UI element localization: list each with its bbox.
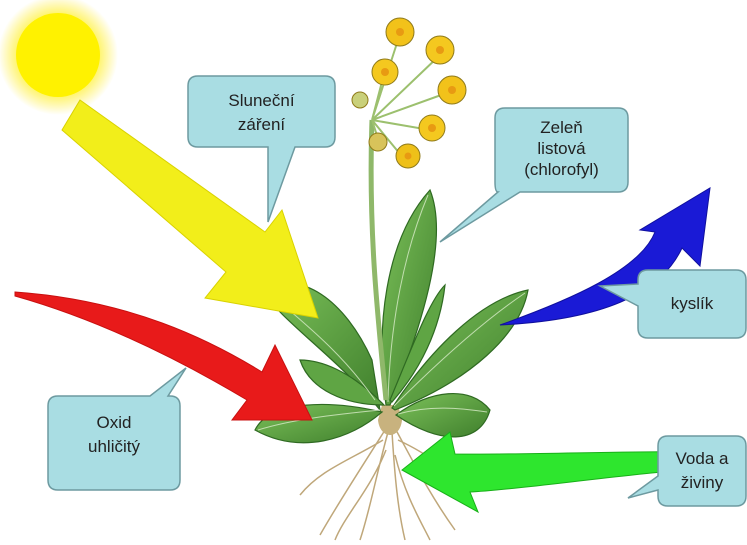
label-sunlight: Sluneční záření bbox=[188, 90, 335, 135]
label-carbon-dioxide-line-2: uhličitý bbox=[48, 436, 180, 457]
label-sunlight-line-1: Sluneční bbox=[188, 90, 335, 111]
label-sunlight-line-2: záření bbox=[188, 114, 335, 135]
sun-icon bbox=[0, 0, 118, 115]
label-carbon-dioxide: Oxid uhličitý bbox=[48, 412, 180, 457]
label-oxygen: kyslík bbox=[638, 293, 746, 314]
label-chlorophyll-line-1: Zeleň bbox=[495, 117, 628, 138]
label-chlorophyll: Zeleň listová (chlorofyl) bbox=[495, 117, 628, 180]
label-carbon-dioxide-line-1: Oxid bbox=[48, 412, 180, 433]
label-oxygen-line-1: kyslík bbox=[638, 293, 746, 314]
label-chlorophyll-line-2: listová bbox=[495, 138, 628, 159]
label-water-nutrients-line-2: živiny bbox=[658, 472, 746, 493]
root-crown bbox=[378, 405, 402, 435]
stem bbox=[371, 120, 386, 400]
label-water-nutrients-line-1: Voda a bbox=[658, 448, 746, 469]
label-water-nutrients: Voda a živiny bbox=[658, 448, 746, 493]
label-chlorophyll-line-3: (chlorofyl) bbox=[495, 159, 628, 180]
